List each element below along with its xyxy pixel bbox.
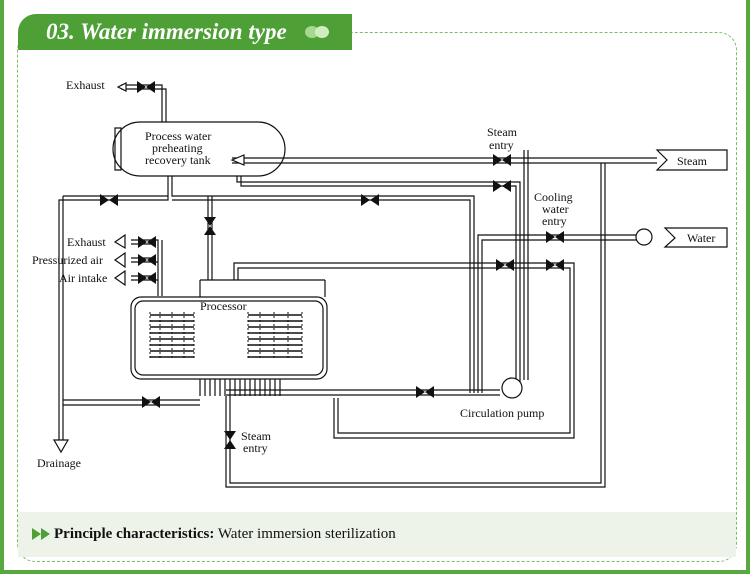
double-arrow-icon bbox=[32, 528, 50, 540]
valve-exhaust-top bbox=[137, 81, 155, 93]
label-processor: Processor bbox=[200, 299, 247, 313]
label-pressurized-air: Pressurized air bbox=[32, 253, 103, 267]
label-air-intake: Air intake bbox=[59, 271, 107, 285]
valve-feed-b bbox=[546, 259, 564, 271]
label-cooling-2: water bbox=[542, 202, 569, 216]
label-cooling-1: Cooling bbox=[534, 190, 573, 204]
label-water-source: Water bbox=[687, 231, 715, 245]
label-tank-2: preheating bbox=[152, 141, 203, 155]
valve-exhaust-mid bbox=[138, 236, 156, 248]
valve-drainage bbox=[142, 396, 160, 408]
label-steam-source: Steam bbox=[677, 154, 708, 168]
valve-pressurized-air bbox=[138, 254, 156, 266]
label-exhaust-mid: Exhaust bbox=[67, 235, 106, 249]
label-drainage: Drainage bbox=[37, 456, 81, 470]
label-tank-1: Process water bbox=[145, 129, 211, 143]
label-steam-entry-top-1: Steam bbox=[487, 125, 518, 139]
valve-cooling-water bbox=[546, 231, 564, 243]
valve-air-intake bbox=[138, 272, 156, 284]
valve-steam-top bbox=[493, 154, 511, 166]
valve-circulation bbox=[416, 386, 434, 398]
valve-feed-a bbox=[496, 259, 514, 271]
label-tank-3: recovery tank bbox=[145, 153, 211, 167]
label-steam-entry-bottom-2: entry bbox=[243, 441, 268, 455]
valve-tank-outlet bbox=[204, 217, 216, 235]
content-frame bbox=[17, 32, 737, 562]
leaf-icon bbox=[305, 26, 329, 38]
label-circulation-pump: Circulation pump bbox=[460, 406, 544, 420]
label-exhaust-top: Exhaust bbox=[66, 78, 105, 92]
footer-label: Principle characteristics: bbox=[54, 526, 215, 542]
label-cooling-3: entry bbox=[542, 214, 567, 228]
footer-value: Water immersion sterilization bbox=[217, 526, 396, 542]
label-steam-entry-bottom-1: Steam bbox=[241, 429, 272, 443]
section-title-tab: 03. Water immersion type bbox=[18, 14, 352, 50]
footer-bar: Principle characteristics: Water immersi… bbox=[18, 512, 736, 557]
section-title: 03. Water immersion type bbox=[46, 19, 287, 44]
label-steam-entry-top-2: entry bbox=[489, 138, 514, 152]
